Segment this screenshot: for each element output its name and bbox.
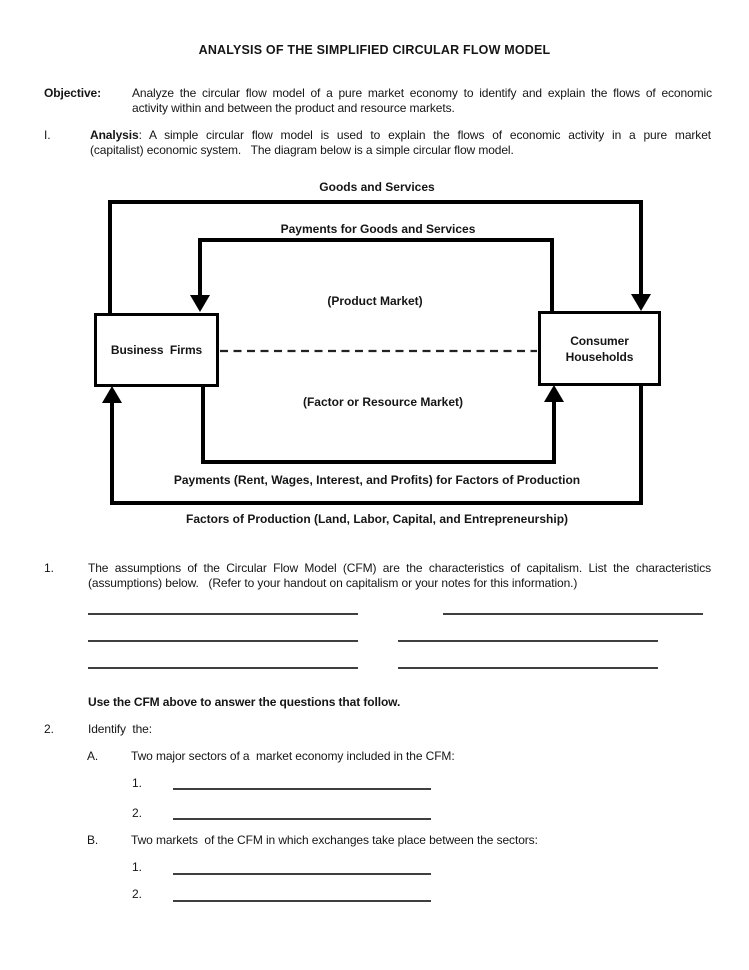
arrow-down-business-icon [190,295,210,312]
objective-line-1: Analyze the circular flow model of a pur… [132,86,712,100]
cfm-instruction: Use the CFM above to answer the question… [88,695,401,709]
analysis-paragraph: Analysis: A simple circular flow model i… [90,128,711,158]
payments-factors-flow-line [201,386,556,464]
objective-label: Objective: [44,86,102,100]
q1-blank-right-3 [398,667,658,669]
analysis-line-1-rest: : A simple circular flow model is used t… [138,128,712,142]
q2a-item2-blank [173,818,431,820]
q2a-item1-number: 1. [132,776,142,790]
product-market-label: (Product Market) [327,294,423,308]
factors-production-label: Factors of Production (Land, Labor, Capi… [185,512,569,526]
factors-production-flow-line [110,385,643,505]
q1-blank-left-2 [88,640,358,642]
factor-market-label: (Factor or Resource Market) [302,395,464,409]
consumer-households-label-line2: Households [565,349,634,364]
q2b-letter: B. [87,833,99,847]
q1-line-1: The assumptions of the Circular Flow Mod… [88,561,711,575]
analysis-label: Analysis [90,128,139,142]
consumer-households-label-line1: Consumer [570,333,629,348]
q1-number: 1. [44,561,54,575]
analysis-line-2: (capitalist) economic system. The diagra… [90,143,514,157]
q1-paragraph: The assumptions of the Circular Flow Mod… [88,561,711,591]
objective-line-2: activity within and between the product … [132,101,455,115]
q1-line-2: (assumptions) below. (Refer to your hand… [88,576,578,590]
q1-blank-right-2 [398,640,658,642]
arrow-down-consumer-icon [631,294,651,311]
q2-text: Identify the: [88,722,152,736]
q1-blank-left-1 [88,613,358,615]
q2b-item2-number: 2. [132,887,142,901]
objective-paragraph: Analyze the circular flow model of a pur… [132,86,712,116]
goods-services-flow-line [108,200,643,313]
goods-services-label: Goods and Services [319,180,435,194]
q2b-text: Two markets of the CFM in which exchange… [131,833,538,847]
q2a-item2-number: 2. [132,806,142,820]
payments-goods-flow-line [198,238,554,311]
q2a-text: Two major sectors of a market economy in… [131,749,455,763]
page-title: ANALYSIS OF THE SIMPLIFIED CIRCULAR FLOW… [198,43,551,57]
q1-blank-left-3 [88,667,358,669]
consumer-households-box: Consumer Households [538,311,661,386]
q1-blank-right-1 [443,613,703,615]
q2b-item1-blank [173,873,431,875]
q2a-item1-blank [173,788,431,790]
q2b-item2-blank [173,900,431,902]
business-firms-box: Business Firms [94,313,219,387]
q2b-item1-number: 1. [132,860,142,874]
payments-factors-label: Payments (Rent, Wages, Interest, and Pro… [173,473,581,487]
arrow-up-business-icon [102,386,122,403]
q2a-letter: A. [87,749,99,763]
section-numeral: I. [44,128,51,142]
analysis-line-1: Analysis: A simple circular flow model i… [90,128,711,143]
q2-number: 2. [44,722,54,736]
arrow-up-consumer-icon [544,385,564,402]
payments-goods-label: Payments for Goods and Services [280,222,476,236]
business-firms-label: Business Firms [110,343,203,357]
